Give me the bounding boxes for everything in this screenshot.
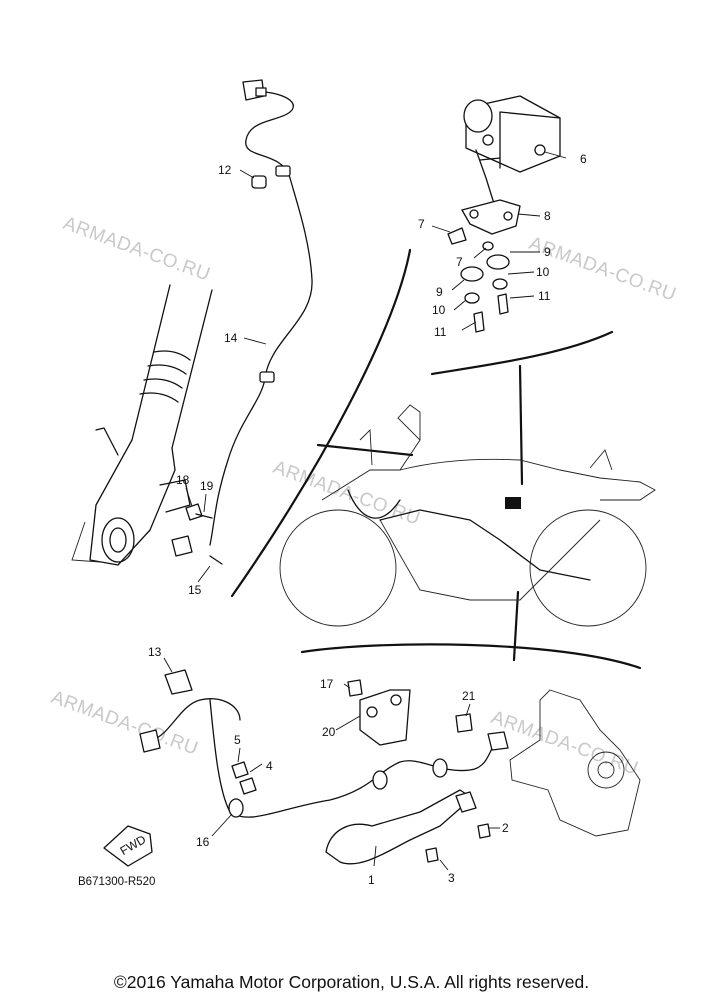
callout-9-left: 9 [436, 285, 443, 299]
callout-19: 19 [200, 479, 214, 493]
leader-lines [163, 151, 567, 871]
callout-11-left: 11 [434, 325, 447, 339]
callout-14: 14 [224, 331, 238, 345]
watermark-middle: ARMADA-CO.RU [270, 457, 423, 530]
callout-6: 6 [580, 152, 587, 166]
front-fork [71, 284, 213, 566]
callout-10-right: 10 [536, 265, 550, 279]
abs-hydraulic-unit [463, 95, 561, 211]
callout-16: 16 [196, 835, 210, 849]
callout-4: 4 [266, 759, 273, 773]
callout-10-left: 10 [432, 303, 446, 317]
callout-7-lower: 7 [456, 255, 463, 269]
diagram-code: B671300-R520 [78, 876, 156, 888]
callout-15: 15 [188, 583, 202, 597]
callout-5: 5 [234, 733, 241, 747]
rear-wheel-sensor-harness [139, 669, 509, 818]
callout-3: 3 [448, 871, 455, 885]
motorcycle-outline [279, 404, 656, 627]
callout-7-upper: 7 [418, 217, 425, 231]
callout-labels: 1 2 3 4 5 6 7 7 8 9 9 10 10 11 11 12 13 … [148, 152, 587, 887]
watermark-top-left: ARMADA-CO.RU [60, 213, 213, 286]
callout-17: 17 [320, 677, 334, 691]
callout-13: 13 [148, 645, 162, 659]
fwd-arrow: FWD [103, 825, 153, 867]
rear-sensor-bracket [231, 761, 491, 865]
callout-9-right: 9 [544, 245, 551, 259]
callout-8: 8 [544, 209, 551, 223]
caliper-bracket [347, 679, 473, 746]
watermarks: ARMADA-CO.RU ARMADA-CO.RU ARMADA-CO.RU A… [48, 213, 679, 780]
callout-1: 1 [368, 873, 375, 887]
abs-bracket-group [447, 199, 521, 333]
callout-11-right: 11 [538, 289, 551, 303]
watermark-bottom-left: ARMADA-CO.RU [48, 687, 201, 760]
callout-21: 21 [462, 689, 476, 703]
section-separators [230, 248, 642, 670]
swingarm-outline [509, 689, 641, 837]
callout-2: 2 [502, 821, 509, 835]
front-wheel-sensor-harness [171, 79, 313, 565]
callout-12: 12 [218, 163, 232, 177]
callout-20: 20 [322, 725, 336, 739]
copyright-notice: ©2016 Yamaha Motor Corporation, U.S.A. A… [113, 972, 590, 992]
callout-18: 18 [176, 473, 190, 487]
